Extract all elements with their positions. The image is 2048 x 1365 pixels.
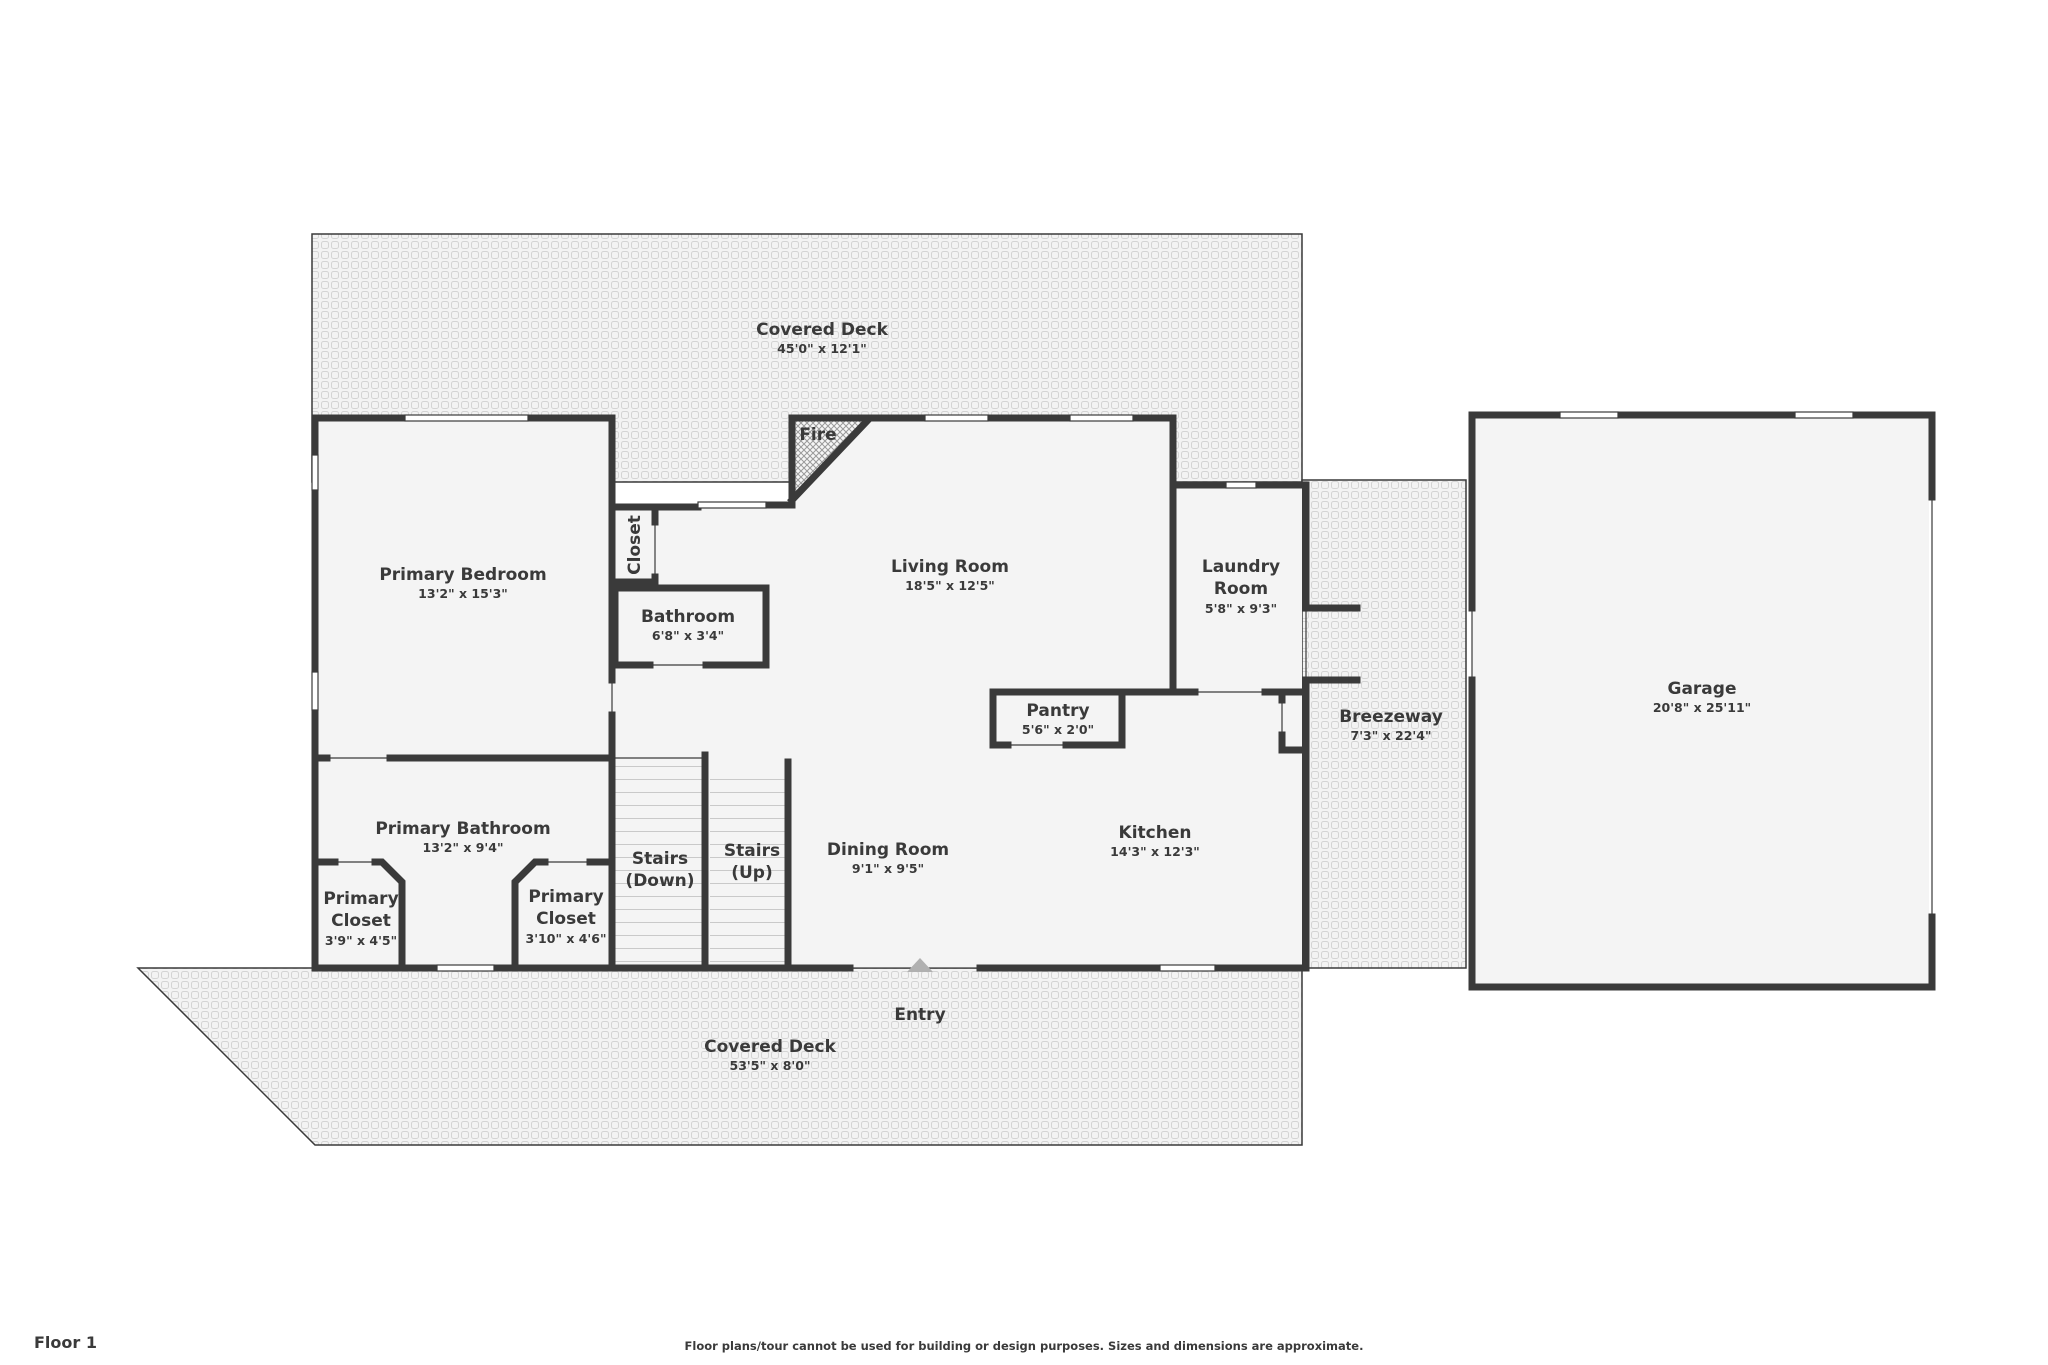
label-dining-room: Dining Room [827,840,949,860]
dim-bathroom: 6'8" x 3'4" [652,628,724,643]
labels: Covered Deck 45'0" x 12'1" Primary Bedro… [323,320,1751,1073]
dim-covered-deck-top: 45'0" x 12'1" [777,341,867,356]
label-covered-deck-bottom: Covered Deck [704,1037,836,1057]
walls [311,411,1936,991]
dim-dining-room: 9'1" x 9'5" [852,861,924,876]
disclaimer-text: Floor plans/tour cannot be used for buil… [684,1339,1364,1353]
label-kitchen: Kitchen [1119,823,1192,843]
dim-primary-closet-left: 3'9" x 4'5" [325,933,397,948]
label-stairs-up-2: (Up) [731,863,773,883]
floor-label: Floor 1 [34,1333,97,1352]
stairs-down-area [615,755,703,962]
house-floor [315,418,1302,968]
label-covered-deck-top: Covered Deck [756,320,888,340]
label-primary-bathroom: Primary Bathroom [375,819,550,839]
label-primary-closet-right-1: Primary [528,887,603,907]
label-laundry-room-2: Room [1214,579,1268,599]
label-primary-closet-left-1: Primary [323,889,398,909]
label-fire: Fire [799,425,836,445]
dim-primary-bedroom: 13'2" x 15'3" [418,586,508,601]
label-laundry-room-1: Laundry [1202,557,1280,577]
label-pantry: Pantry [1026,701,1089,721]
entry-arrow-icon [907,958,933,972]
dim-primary-closet-right: 3'10" x 4'6" [526,931,607,946]
label-stairs-down-2: (Down) [625,871,694,891]
label-primary-bedroom: Primary Bedroom [379,565,546,585]
dim-pantry: 5'6" x 2'0" [1022,722,1094,737]
label-breezeway: Breezeway [1339,707,1443,727]
dim-breezeway: 7'3" x 22'4" [1351,728,1432,743]
dim-laundry-room: 5'8" x 9'3" [1205,601,1277,616]
label-entry: Entry [894,1005,945,1025]
label-living-room: Living Room [891,557,1009,577]
label-bathroom: Bathroom [641,607,735,627]
label-primary-closet-left-2: Closet [331,911,391,931]
label-stairs-up-1: Stairs [724,841,780,861]
label-garage: Garage [1668,679,1737,699]
label-primary-closet-right-2: Closet [536,909,596,929]
dim-covered-deck-bottom: 53'5" x 8'0" [730,1058,811,1073]
windows [311,411,1854,972]
dim-garage: 20'8" x 25'11" [1653,700,1751,715]
garage-floor [1472,417,1929,984]
dim-primary-bathroom: 13'2" x 9'4" [423,840,504,855]
doors [327,497,1933,969]
dim-kitchen: 14'3" x 12'3" [1110,844,1200,859]
dim-living-room: 18'5" x 12'5" [905,578,995,593]
label-stairs-down-1: Stairs [632,849,688,869]
stairs-up-area [710,775,786,962]
label-closet: Closet [625,515,645,575]
